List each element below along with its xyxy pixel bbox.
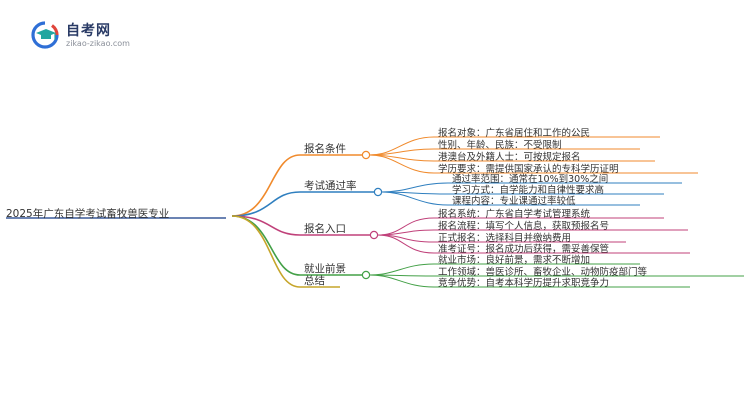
leaf-connector [377,229,435,236]
branch-pass-rate: 考试通过率 [304,180,357,192]
leaf-connector [381,182,449,193]
branch-employment-prospects: 就业前景 [304,263,346,275]
leaf-connector [369,274,435,288]
branch-connector [231,154,301,217]
leaf-registration-process: 报名流程：填写个人信息，获取预报名号 [438,221,610,232]
leaf-pass-rate-range: 通过率范围：通常在10%到30%之间 [452,174,609,185]
leaf-competitive-advantage: 竞争优势：自考本科学历提升求职竞争力 [438,278,610,289]
leaf-formal-registration: 正式报名：选择科目并缴纳费用 [438,233,572,244]
leaf-gender-age-ethnicity: 性别、年龄、民族：不受限制 [438,140,562,151]
leaf-hmt-foreigners: 港澳台及外籍人士：可按规定报名 [438,152,581,163]
leaf-connector [377,234,435,254]
leaf-study-method: 学习方式：自学能力和自律性要求高 [452,185,605,196]
leaf-connector [381,191,449,206]
leaf-course-content: 课程内容：专业课通过率较低 [452,196,576,207]
logo-title: 自考网 [66,23,111,39]
collapse-toggle-icon [369,230,379,240]
branch-connector [231,191,301,217]
graduation-cap-icon [31,21,59,49]
branch-registration-entry: 报名入口 [304,223,346,235]
branch-connector [231,215,301,288]
collapse-toggle-icon [361,270,371,280]
leaf-admission-ticket: 准考证号：报名成功后获得，需妥善保管 [438,244,610,255]
leaf-work-fields: 工作领域：兽医诊所、畜牧企业、动物防疫部门等 [438,267,648,278]
leaf-connector [369,154,435,174]
leaf-education-requirement: 学历要求：需提供国家承认的专科学历证明 [438,164,619,175]
leaf-registration-system: 报名系统：广东省自学考试管理系统 [438,209,591,220]
collapse-toggle-icon [373,187,383,197]
leaf-connector [369,263,435,276]
site-logo[interactable]: 自考网 zikao-zikao.com [30,18,150,54]
branch-registration-conditions: 报名条件 [304,143,346,155]
branch-connector [231,215,301,236]
leaf-registration-target: 报名对象：广东省居住和工作的公民 [438,128,591,139]
branch-summary: 总结 [304,275,325,287]
leaf-job-market: 就业市场：良好前景，需求不断增加 [438,255,591,266]
logo-url: zikao-zikao.com [66,39,130,48]
mindmap-root: 2025年广东自学考试畜牧兽医专业 [6,208,170,220]
collapse-toggle-icon [361,150,371,160]
leaf-connector [369,136,435,156]
